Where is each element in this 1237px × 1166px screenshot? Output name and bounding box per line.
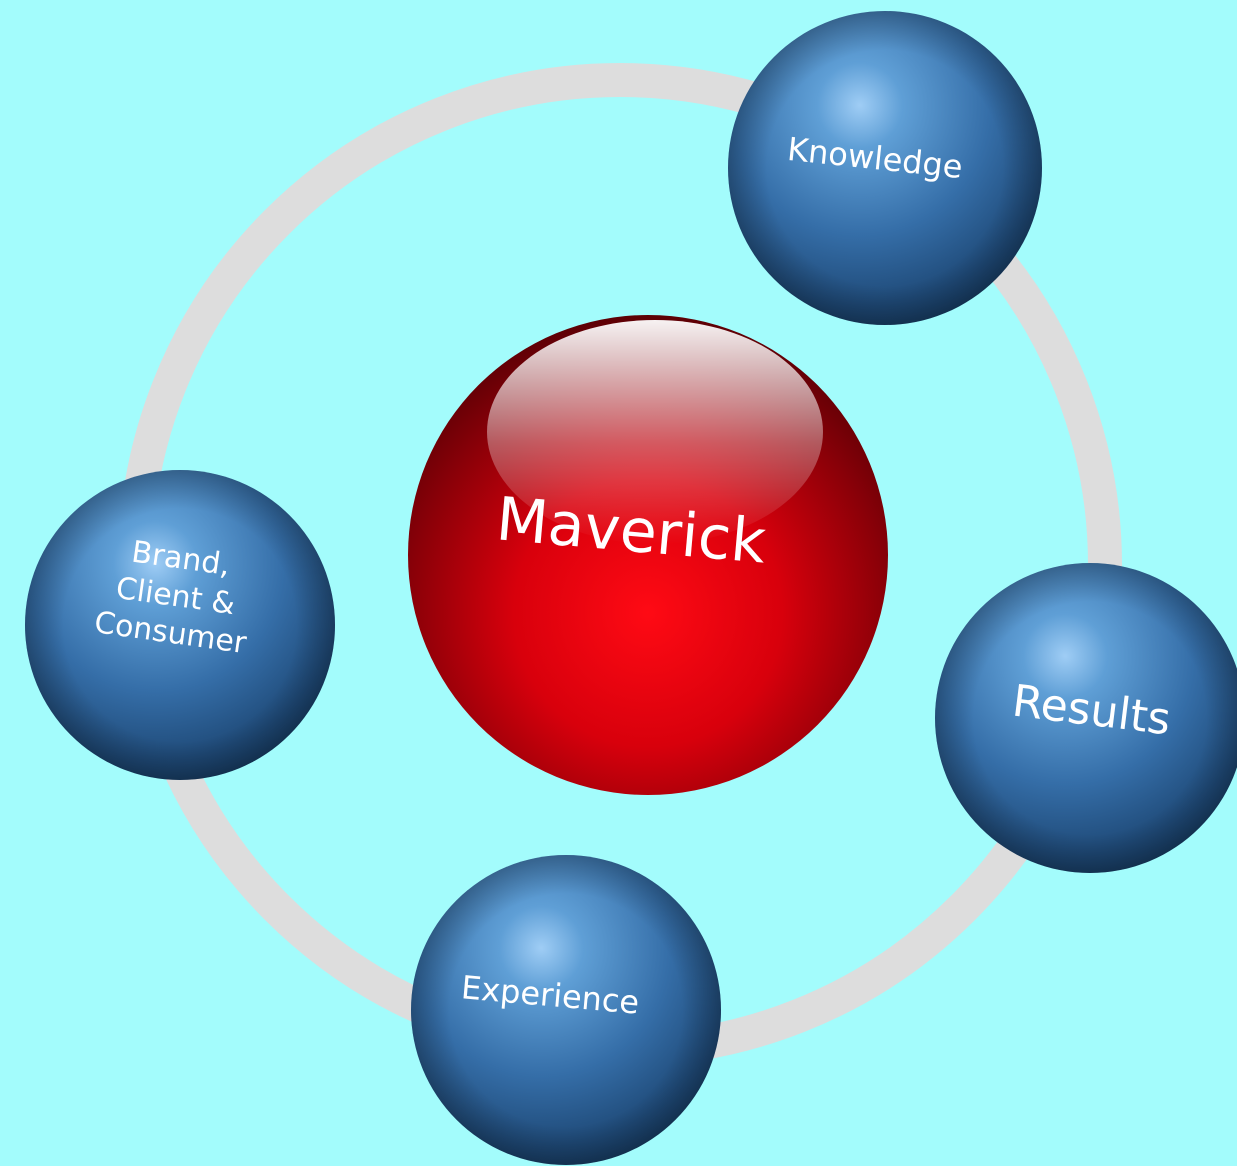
node-sphere-results bbox=[935, 563, 1237, 873]
node-sphere-brand bbox=[25, 470, 335, 780]
node-label-brand: Brand, Client & Consumer bbox=[92, 534, 249, 662]
node-sphere-experience bbox=[411, 855, 721, 1165]
center-sphere bbox=[408, 315, 888, 795]
node-sphere-knowledge bbox=[728, 11, 1042, 325]
